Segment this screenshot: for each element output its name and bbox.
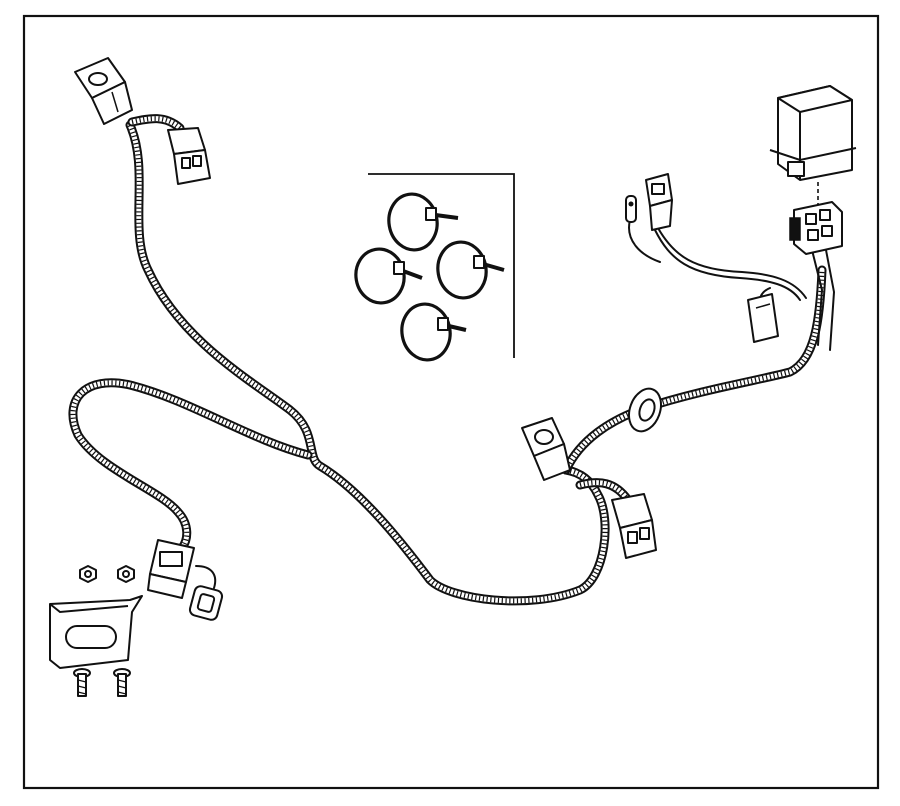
nut: [79, 565, 97, 583]
nut: [117, 565, 135, 583]
wiring-harness: [68, 114, 836, 606]
inline-connector-right: [747, 293, 779, 343]
cable-tie-group-bracket: [368, 173, 515, 358]
connector-top-left: [74, 57, 133, 125]
connector-lower-left: [147, 539, 224, 621]
mounting-bracket: [49, 595, 143, 669]
diagram-frame: [22, 14, 880, 790]
connector-center: [521, 417, 571, 481]
cable-tie: [436, 240, 505, 300]
relay: [769, 85, 857, 205]
relay-socket: [789, 201, 843, 255]
cable-tie: [387, 192, 459, 252]
cable-tie: [400, 302, 467, 362]
connector-center-secondary: [611, 493, 657, 559]
cable-tie: [354, 247, 423, 305]
bolt: [113, 668, 131, 697]
grommet: [628, 387, 662, 433]
ring-terminal: [625, 195, 637, 223]
bolt: [73, 668, 91, 697]
pigtail-connector: [645, 173, 673, 231]
connector-top-left-secondary: [167, 127, 211, 185]
